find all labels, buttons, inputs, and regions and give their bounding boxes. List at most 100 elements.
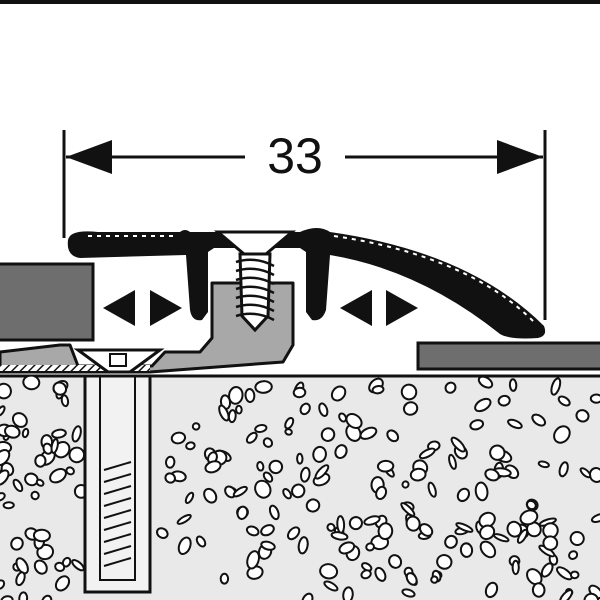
concrete-pebble <box>334 444 348 460</box>
concrete-pebble <box>18 591 29 600</box>
concrete-pebble <box>254 479 272 499</box>
top-profile <box>67 228 546 339</box>
concrete-pebble <box>474 481 489 502</box>
concrete-pebble <box>444 381 457 394</box>
concrete-pebble <box>12 478 24 493</box>
concrete-pebble <box>507 418 523 430</box>
screw-thread <box>235 267 275 277</box>
concrete-pebble <box>245 525 260 537</box>
concrete-pebble <box>484 581 499 599</box>
concrete-pebble <box>54 575 71 592</box>
concrete-pebble <box>49 467 67 484</box>
concrete-pebble <box>4 424 21 439</box>
concrete-pebble <box>164 472 176 484</box>
concrete-pebble <box>0 492 6 502</box>
left-floor-covering <box>0 262 95 342</box>
concrete-pebble <box>203 487 218 504</box>
concrete-pebble <box>195 535 207 548</box>
concrete-pebble <box>299 402 311 416</box>
concrete-pebble <box>256 461 265 472</box>
concrete-pebble <box>405 572 418 586</box>
concrete-pebble <box>506 520 523 538</box>
concrete-pebble <box>204 460 222 474</box>
concrete-pebble <box>430 575 439 584</box>
concrete-pebble <box>436 554 453 570</box>
concrete-pebble <box>176 513 192 525</box>
concrete-pebble <box>177 536 192 556</box>
concrete-pebble <box>376 459 395 473</box>
concrete-pebble <box>516 528 529 544</box>
adjustment-arrows-left <box>103 290 182 326</box>
concrete-pebble <box>409 467 427 482</box>
concrete-pebble <box>469 419 485 431</box>
concrete-pebble <box>497 394 511 407</box>
concrete-pebble <box>338 412 348 423</box>
concrete-pebble <box>519 509 539 526</box>
concrete-pebble <box>0 595 14 600</box>
concrete-pebble <box>292 386 307 399</box>
concrete-pebble <box>291 483 306 499</box>
screw-thread <box>235 285 275 295</box>
concrete-pebble <box>228 386 244 405</box>
concrete-pebble <box>65 466 75 476</box>
concrete-pebble <box>477 376 494 389</box>
concrete-pebble <box>484 468 500 482</box>
concrete-pebble <box>330 385 347 402</box>
concrete-pebble <box>540 562 554 578</box>
concrete-pebble <box>542 535 559 551</box>
concrete-pebble <box>558 461 569 478</box>
concrete-pebble <box>450 436 466 453</box>
concrete-pebble <box>492 533 510 543</box>
concrete-pebble <box>2 501 15 510</box>
adjustment-arrows-right <box>340 290 418 326</box>
concrete-pebble <box>400 383 418 401</box>
concrete-pebble <box>262 471 274 483</box>
concrete-pebble <box>0 469 10 486</box>
concrete-pebble <box>526 499 537 511</box>
concrete-pebble <box>184 491 195 505</box>
concrete-pebble <box>401 480 410 489</box>
concrete-pebble <box>330 531 349 541</box>
concrete-pebble <box>305 498 321 513</box>
concrete-pebble <box>579 467 592 479</box>
concrete-pebble <box>374 566 387 582</box>
concrete-pebble <box>402 401 419 416</box>
concrete-pebble <box>297 536 309 555</box>
screw-thread <box>235 312 275 322</box>
dimension-arrow-left <box>66 140 112 174</box>
concrete-pebble <box>583 592 600 600</box>
concrete-pebble <box>156 527 169 539</box>
concrete-pebble <box>418 447 436 460</box>
concrete-pebble <box>191 422 201 431</box>
concrete-pebble <box>569 570 580 580</box>
plug-rib <box>103 545 132 555</box>
concrete-pebble <box>557 395 571 407</box>
concrete-pebble <box>342 586 354 600</box>
concrete-pebble <box>511 559 520 576</box>
concrete-pebble <box>348 516 363 531</box>
concrete-pebble <box>336 515 346 534</box>
concrete-pebble <box>479 540 497 559</box>
plug-rib <box>103 533 132 543</box>
concrete-pebble <box>377 522 394 541</box>
concrete-pebble <box>474 397 492 413</box>
plug-rib <box>103 461 132 471</box>
concrete-pebble <box>489 444 506 461</box>
concrete-pebble <box>375 485 388 501</box>
concrete-pebble <box>32 528 51 543</box>
concrete-pebble <box>35 478 45 487</box>
concrete-pebble <box>312 445 327 463</box>
concrete-pebble <box>60 394 70 408</box>
concrete-pebble <box>401 588 416 598</box>
concrete-pebble <box>244 388 256 403</box>
concrete-pebble <box>282 488 292 500</box>
concrete-pebble <box>553 425 571 444</box>
concrete-pebble <box>15 557 29 575</box>
concrete-pebble <box>262 437 274 448</box>
concrete-pebble <box>455 522 474 533</box>
concrete-pebble <box>68 446 86 464</box>
concrete-pebble <box>296 452 304 465</box>
screw-thread <box>235 303 275 313</box>
concrete-pebble <box>569 530 585 547</box>
concrete-pebble <box>52 381 68 396</box>
